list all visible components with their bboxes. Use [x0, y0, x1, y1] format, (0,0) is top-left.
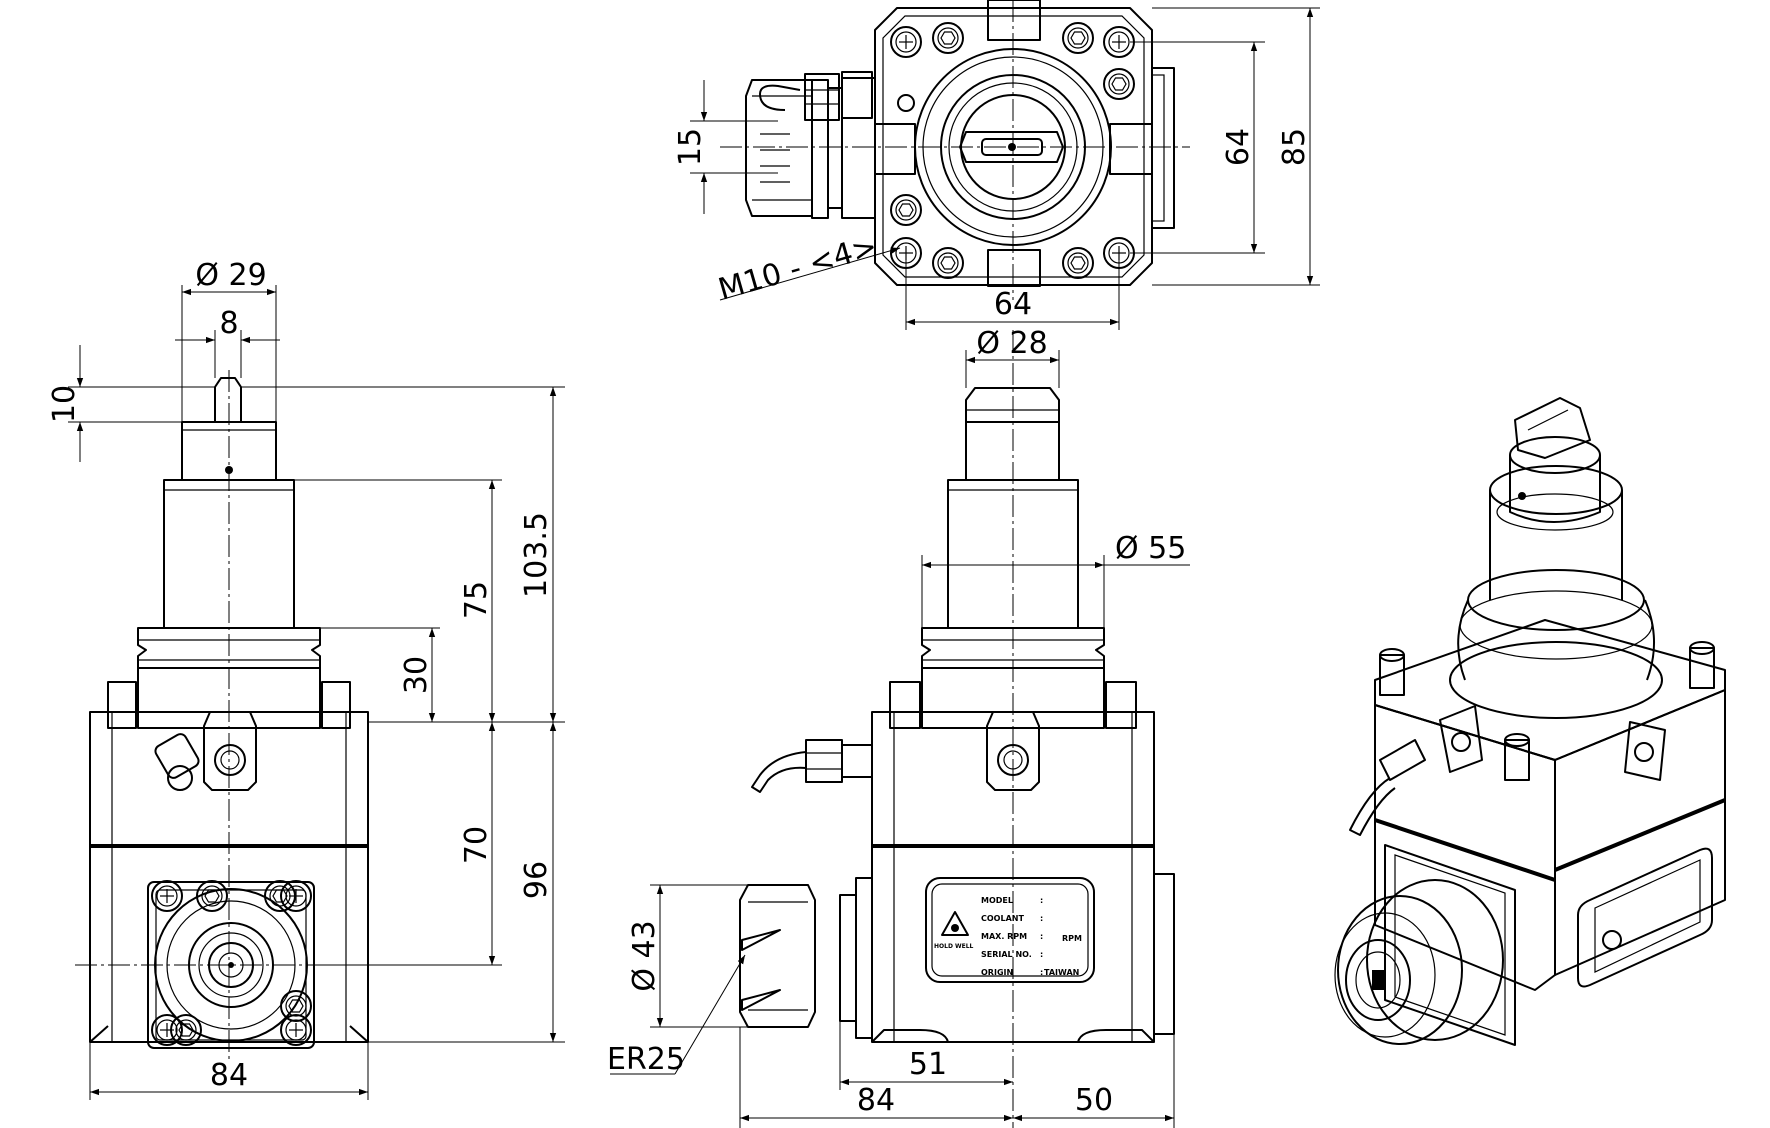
top-dim-width: 64: [994, 287, 1032, 322]
plate-origin: ORIGIN: [981, 968, 1013, 977]
plate-colon-3: :: [1040, 932, 1043, 941]
front-dim-shank-dia: Ø 29: [195, 258, 266, 293]
front-dim-upper-total: 103.5: [519, 512, 554, 598]
front-dim-flange: 30: [399, 656, 434, 694]
plate-colon-5: :: [1040, 968, 1043, 977]
plate-coolant: COOLANT: [981, 914, 1024, 923]
plate-serial: SERIAL NO.: [981, 950, 1032, 959]
plate-brand: HOLD WELL: [934, 943, 974, 950]
plate-origin-value: TAIWAN: [1044, 968, 1079, 977]
plate-colon-4: :: [1040, 950, 1043, 959]
plate-colon-2: :: [1040, 914, 1043, 923]
front-dim-tang-height: 10: [47, 385, 82, 423]
top-dim-inner-height: 64: [1221, 128, 1256, 166]
collet-label: ER25: [607, 1042, 685, 1077]
side-dim-width-right: 50: [1075, 1083, 1113, 1118]
side-dim-nut-dia: Ø 43: [627, 920, 662, 991]
front-dim-body-height: 70: [459, 826, 494, 864]
plate-colon-1: :: [1040, 896, 1043, 905]
plate-model: MODEL: [981, 896, 1013, 905]
front-dim-tang: 8: [219, 306, 238, 341]
front-dim-lower-total: 96: [519, 861, 554, 899]
top-dim-offset: 15: [673, 128, 708, 166]
top-dim-outer-height: 85: [1277, 128, 1312, 166]
side-dim-width-left: 84: [857, 1083, 895, 1118]
side-dim-top-dia: Ø 28: [976, 326, 1047, 361]
side-view: MODEL COOLANT MAX. RPM SERIAL NO. ORIGIN…: [607, 326, 1190, 1128]
isometric-view: [1334, 397, 1726, 1046]
front-dim-shank-length: 75: [459, 581, 494, 619]
plate-rpm-unit: RPM: [1062, 934, 1082, 943]
top-view: 15 64 85 64 M10 - <4>: [673, 0, 1320, 330]
front-dim-width: 84: [210, 1058, 248, 1093]
front-view: Ø 29 8 10 103.5 75 30 70 96: [47, 258, 565, 1100]
plate-max-rpm: MAX. RPM: [981, 932, 1027, 941]
side-dim-shank-dia: Ø 55: [1115, 531, 1186, 566]
side-dim-offset: 51: [909, 1047, 947, 1082]
thread-label: M10 - <4>: [715, 229, 882, 308]
